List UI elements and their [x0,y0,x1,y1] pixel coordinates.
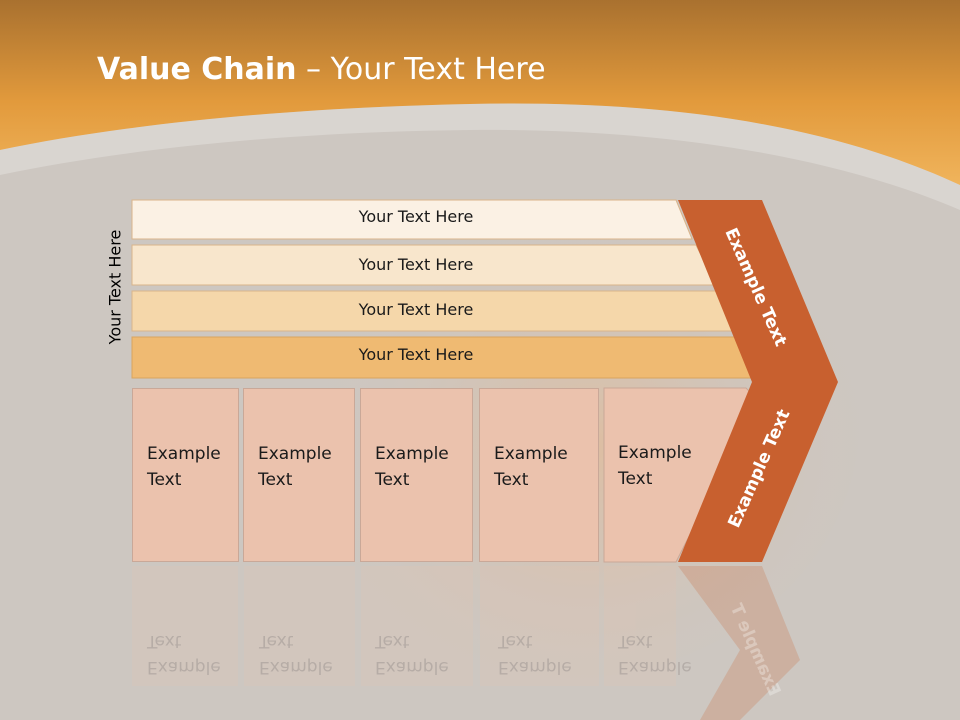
box-5-reflection: Example Text [618,631,692,677]
box-2-reflection: Example Text [259,631,333,677]
row-label-2: Your Text Here [358,255,474,274]
activity-box-1: Example Text [132,388,239,562]
row-band-1 [131,199,693,240]
box-reflections [132,566,676,686]
row-label-1: Your Text Here [358,207,474,226]
activity-box-3: Example Text [360,388,473,562]
box-5-line2: Text [618,469,653,489]
slide-title: Value Chain – Your Text Here [97,52,546,87]
box-1-reflection: Example Text [147,631,221,677]
box-1-line2: Text [147,470,182,490]
activity-box-2: Example Text [243,388,355,562]
box-3-reflection: Example Text [375,631,449,677]
activity-box-5: Example Text [604,388,704,562]
box-5-line1: Example [618,443,692,463]
row-label-4: Your Text Here [358,345,474,364]
chevron-reflection [678,566,800,720]
box-4-line1: Example [494,444,568,464]
box-1-line1: Example [147,444,221,464]
row-label-3: Your Text Here [358,300,474,319]
title-bold: Value Chain [97,52,297,87]
box-3-line2: Text [375,470,410,490]
title-rest: – Your Text Here [296,52,546,87]
box-4-reflection: Example Text [498,631,572,677]
box-2-line1: Example [258,444,332,464]
activity-box-4: Example Text [479,388,599,562]
chevron-arrow [678,200,838,562]
box-3-line1: Example [375,444,449,464]
box-4-line2: Text [494,470,529,490]
box-2-line2: Text [258,470,293,490]
